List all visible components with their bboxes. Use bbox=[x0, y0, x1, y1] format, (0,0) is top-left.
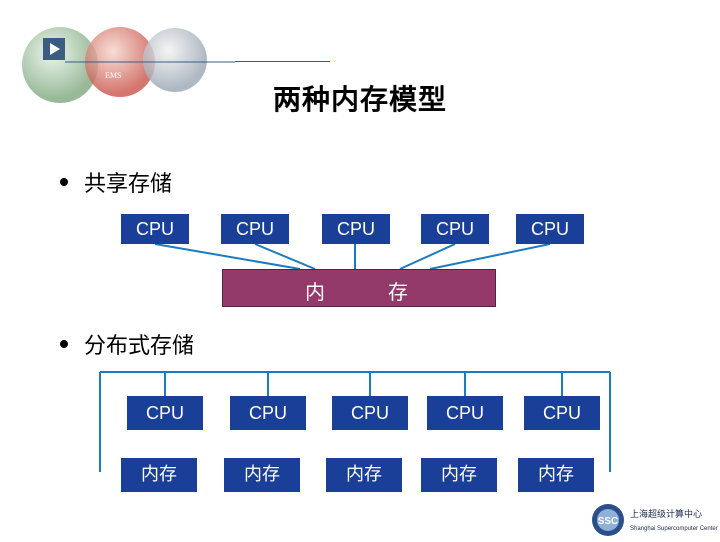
distributed-cpu-box: CPU bbox=[427, 396, 503, 430]
ems-logo-text: EMS bbox=[105, 71, 121, 80]
shared-cpu-box: CPU bbox=[421, 214, 489, 244]
bullet-dot-icon bbox=[60, 340, 68, 348]
memory-char: 内 bbox=[305, 280, 325, 304]
distributed-cpu-box: CPU bbox=[524, 396, 600, 430]
memory-char: 存 bbox=[388, 280, 408, 304]
bullet-dot-icon bbox=[60, 178, 68, 186]
distributed-memory-box: 内存 bbox=[518, 458, 594, 492]
header-rule bbox=[235, 61, 330, 62]
distributed-cpu-box: CPU bbox=[332, 396, 408, 430]
shared-memory-block: 内 存 bbox=[222, 269, 496, 307]
distributed-memory-box: 内存 bbox=[326, 458, 402, 492]
bullet-distributed-memory: 分布式存储 bbox=[60, 328, 194, 360]
globe-icon bbox=[143, 28, 207, 92]
header-logo: EMS bbox=[22, 27, 235, 103]
ssc-logo-en: Shanghai Supercomputer Center bbox=[630, 526, 718, 532]
ssc-logo: SSC 上海超级计算中心 Shanghai Supercomputer Cent… bbox=[590, 502, 720, 538]
distributed-memory-box: 内存 bbox=[121, 458, 197, 492]
distributed-cpu-box: CPU bbox=[230, 396, 306, 430]
bullet-label: 分布式存储 bbox=[84, 334, 195, 359]
bullet-shared-memory: 共享存储 bbox=[60, 166, 172, 198]
distributed-memory-box: 内存 bbox=[224, 458, 300, 492]
shared-cpu-box: CPU bbox=[121, 214, 189, 244]
ssc-logo-abbr: SSC bbox=[598, 516, 619, 527]
page-title: 两种内存模型 bbox=[272, 83, 447, 116]
bullet-label: 共享存储 bbox=[84, 172, 173, 197]
distributed-cpu-box: CPU bbox=[127, 396, 203, 430]
shared-cpu-box: CPU bbox=[322, 214, 390, 244]
globe-icon bbox=[22, 27, 98, 103]
shared-cpu-box: CPU bbox=[516, 214, 584, 244]
distributed-memory-box: 内存 bbox=[421, 458, 497, 492]
ssc-logo-cn: 上海超级计算中心 bbox=[630, 508, 702, 520]
shared-cpu-box: CPU bbox=[221, 214, 289, 244]
